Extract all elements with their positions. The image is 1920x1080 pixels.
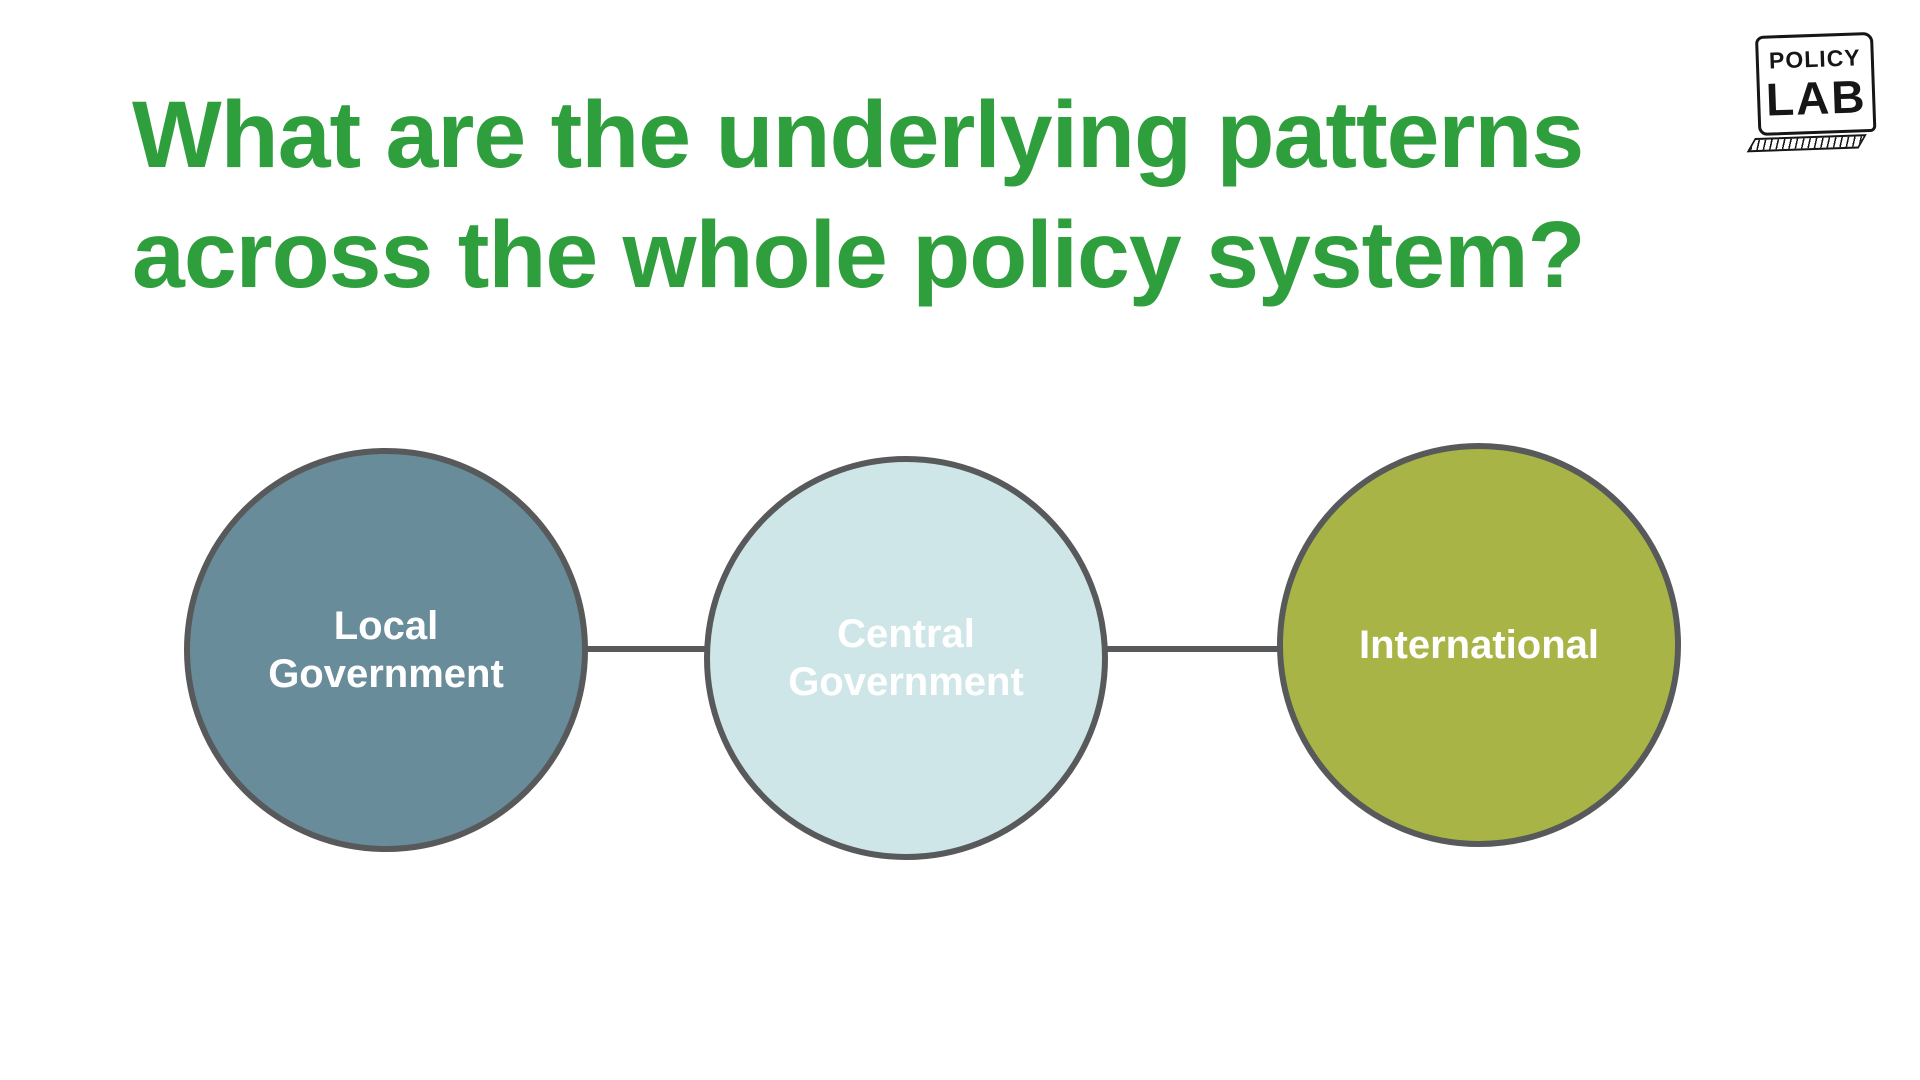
policy-lab-logo-shadow-edge: [1746, 134, 1867, 153]
node-central-government-label: Central Government: [788, 612, 1024, 704]
connector-central-to-international: [1106, 646, 1279, 652]
slide-title-line-2: across the whole policy system?: [132, 201, 1586, 308]
slide-title-line-1: What are the underlying patterns: [132, 82, 1584, 188]
node-local-government-label: Local Government: [268, 604, 504, 696]
slide-title: What are the underlying patterns across …: [132, 76, 1586, 315]
policy-lab-logo-box: POLICY LAB: [1754, 31, 1877, 136]
connector-local-to-central: [584, 646, 706, 652]
node-local-government: Local Government: [184, 448, 588, 852]
policy-lab-logo-text-policy: POLICY: [1768, 43, 1862, 74]
node-central-government: Central Government: [704, 456, 1108, 860]
policy-lab-logo: POLICY LAB: [1746, 31, 1879, 154]
node-international-label: International: [1358, 623, 1600, 667]
policy-lab-logo-text-lab: LAB: [1764, 69, 1868, 126]
node-international: International: [1277, 443, 1681, 847]
